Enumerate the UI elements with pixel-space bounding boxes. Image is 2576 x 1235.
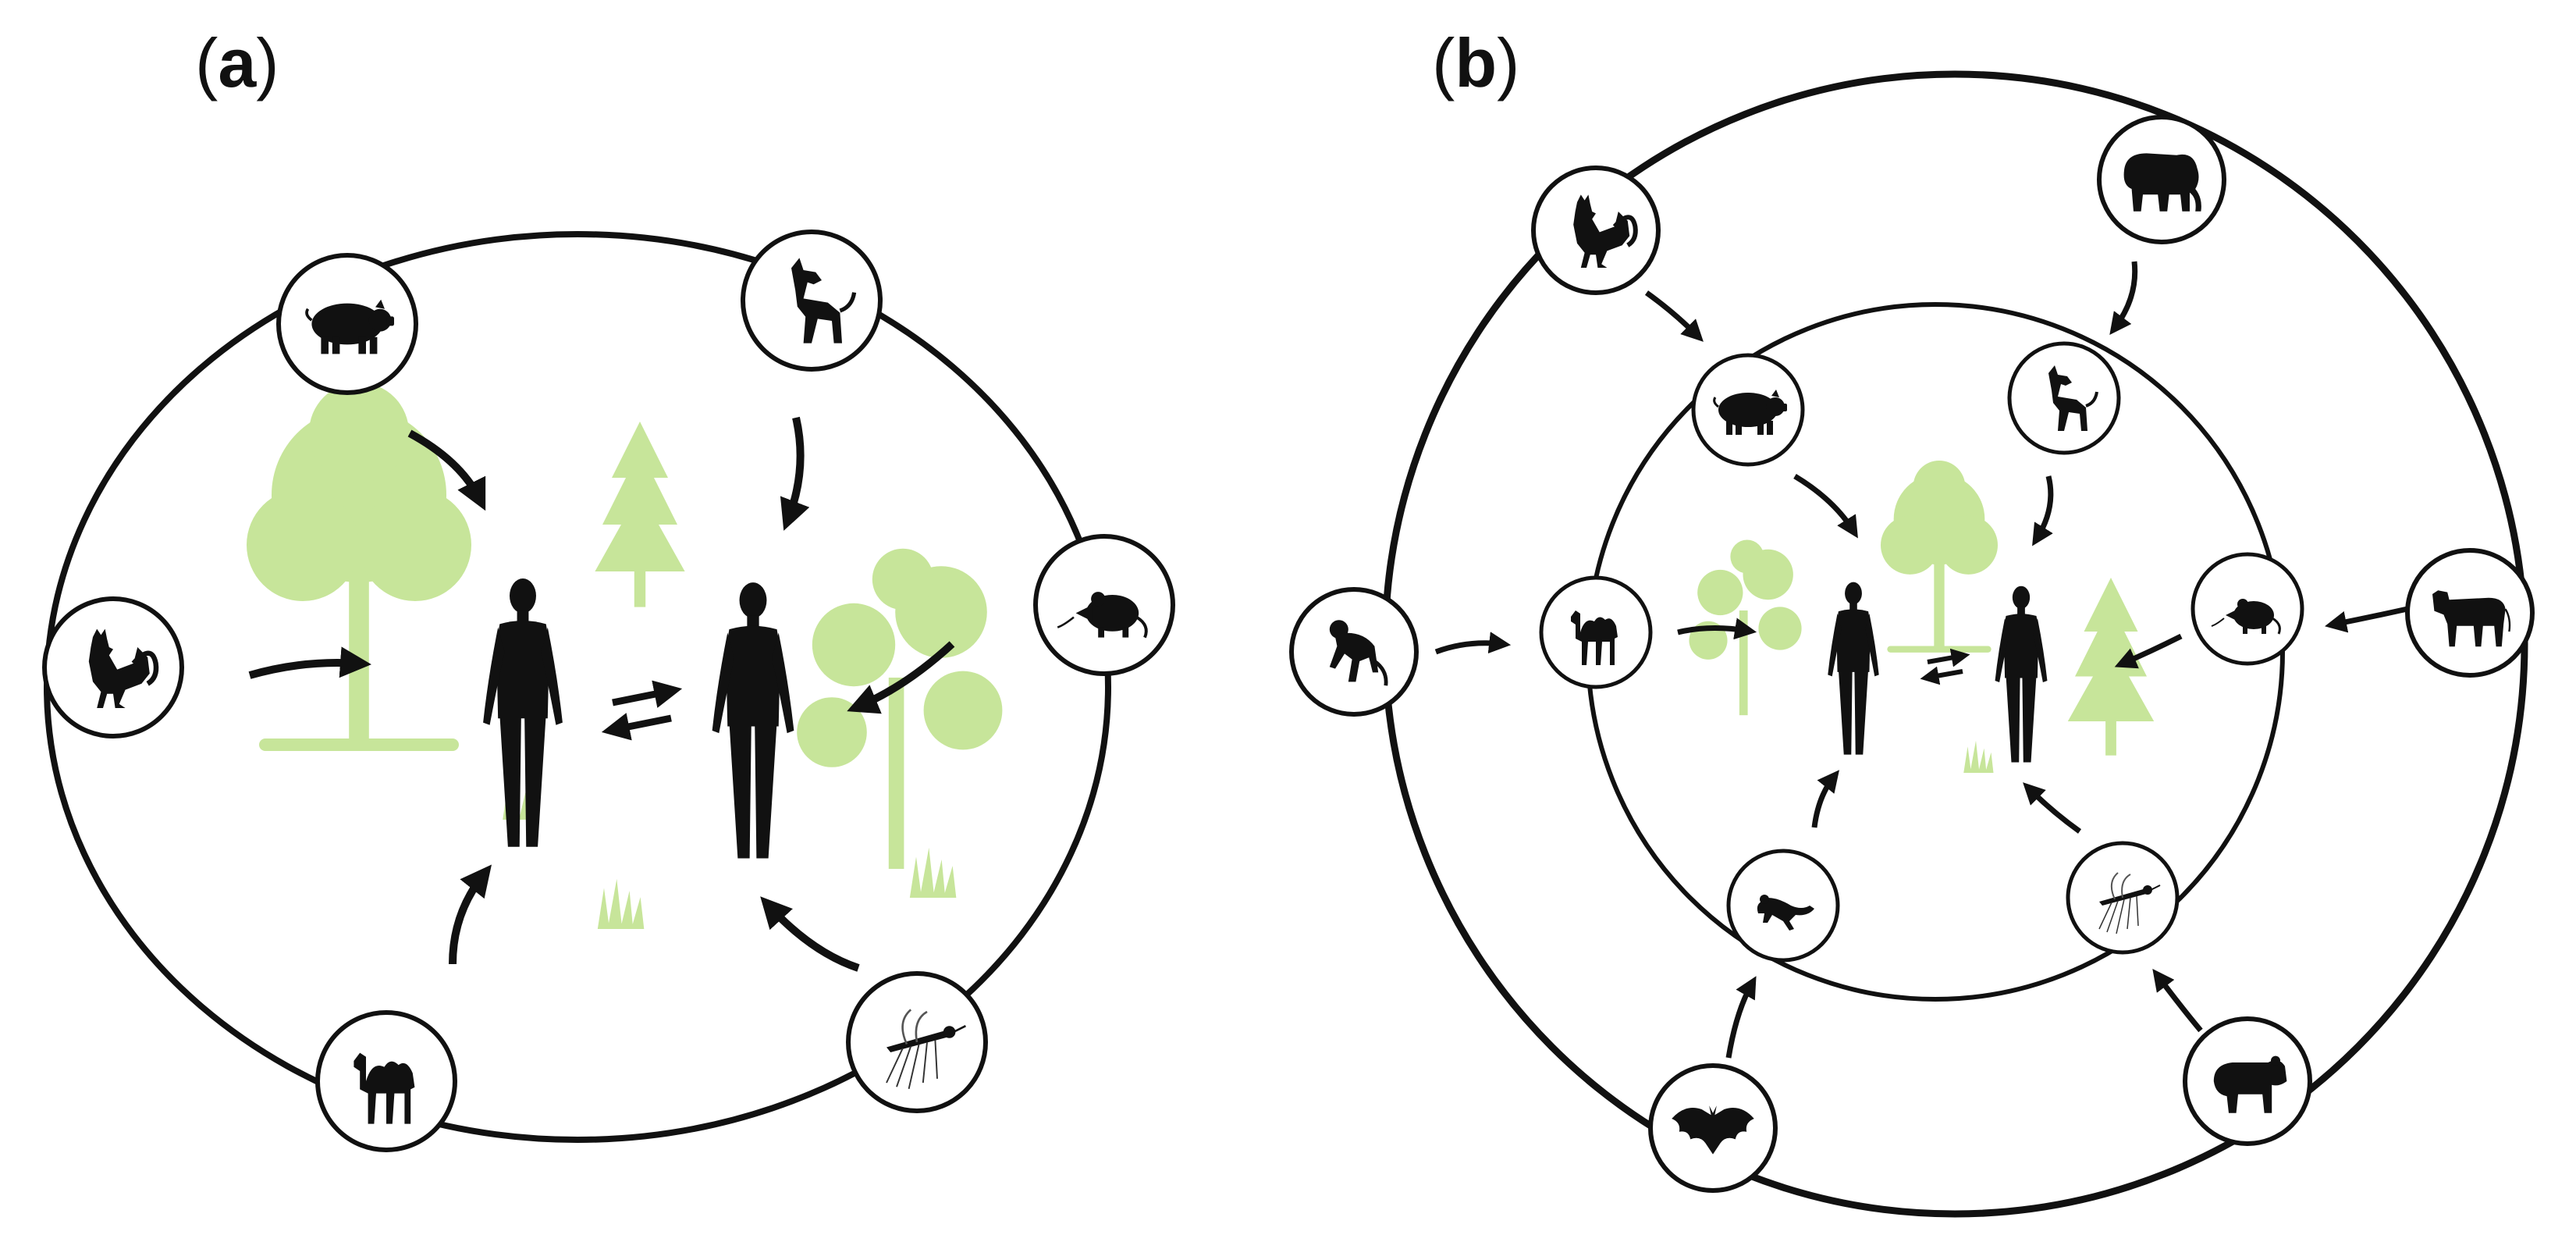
panel-label-b: (b) — [1432, 23, 1519, 103]
tree-icon — [1881, 461, 1998, 653]
elephant-icon — [2123, 153, 2201, 212]
animal-node-mosquito — [2066, 841, 2180, 955]
panel-a — [42, 230, 1175, 1152]
pine-tree-icon — [2067, 578, 2155, 756]
tree-icon — [247, 383, 471, 751]
transmission-arrows-b — [1434, 261, 2408, 1059]
animal-node-rooster — [42, 596, 184, 739]
human-exchange-arrows — [1920, 648, 1970, 685]
animal-node-dog — [741, 230, 883, 372]
animal-node-dog — [2007, 341, 2121, 455]
animal-node-rooster — [1531, 165, 1661, 295]
panel-b — [1289, 70, 2535, 1218]
animal-node-pig — [276, 253, 418, 395]
transmission-arrows-a — [248, 416, 955, 972]
pine-tree-icon — [595, 422, 685, 607]
human-icon — [1828, 582, 1879, 755]
animal-node-rat — [1033, 534, 1175, 676]
grass-icon — [597, 878, 645, 929]
animal-node-camel — [315, 1010, 457, 1152]
animal-node-elephant — [2097, 115, 2226, 244]
human-exchange-arrows — [601, 680, 683, 741]
animal-node-weasel — [1726, 849, 1840, 963]
animal-node-pig — [1691, 353, 1805, 467]
animal-node-monkey — [1289, 587, 1419, 717]
human-icon — [712, 582, 794, 859]
paren: ) — [1497, 24, 1520, 101]
animal-node-camel — [1539, 575, 1653, 689]
paren: ( — [1432, 24, 1455, 101]
animal-node-mosquito — [846, 971, 988, 1113]
paren: ) — [256, 24, 279, 101]
animal-node-cow — [2405, 548, 2535, 678]
panel-letter-a: a — [218, 24, 257, 101]
panel-letter-b: b — [1455, 24, 1498, 101]
animal-node-hippo — [2183, 1016, 2312, 1146]
animal-node-rat — [2190, 552, 2304, 666]
grass-icon — [1963, 740, 1994, 773]
panel-label-a: (a) — [195, 23, 279, 103]
bush-icon — [797, 548, 1003, 869]
human-icon — [1995, 585, 2048, 763]
grass-icon — [909, 847, 957, 898]
paren: ( — [195, 24, 219, 101]
animal-node-bat — [1648, 1063, 1778, 1193]
